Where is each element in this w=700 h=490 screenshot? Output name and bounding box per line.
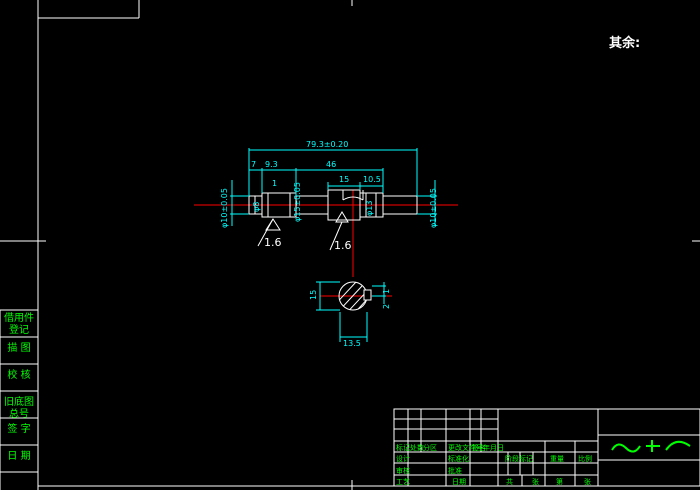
dim-section-key-2: 2: [382, 304, 391, 309]
dim-dia-left-inner: φ8: [252, 202, 261, 212]
dimension-lines: [230, 148, 437, 342]
side-panel-grid: [0, 309, 38, 490]
dim-dia-left: φ10±0.05: [220, 188, 229, 228]
tb-scale: 比例: [578, 454, 592, 463]
tb-review: 审核: [396, 466, 410, 475]
dim-dia-mid: φ15±0.05: [293, 182, 302, 222]
tb-label-count: 处数: [410, 443, 424, 452]
roughness-symbols: [257, 211, 349, 251]
company-logo: [611, 440, 691, 453]
tb-date: 日期: [452, 478, 466, 486]
tb-sheet-unit-1: 张: [532, 477, 539, 486]
tb-design: 设计: [396, 454, 410, 463]
dim-section-height: 15: [309, 290, 318, 300]
side-label-old-drawing-no: 旧底图总号: [4, 397, 34, 420]
dim-left-step: 7: [251, 160, 256, 169]
tb-label-change-doc: 更改文件号: [448, 443, 483, 452]
tb-sheet-total: 共: [506, 477, 513, 486]
tb-sheet-no: 第: [556, 477, 563, 486]
roughness-left-value: 1.6: [264, 236, 282, 249]
dim-dia-right-inner: φ13: [365, 201, 374, 216]
center-lines: [194, 190, 458, 297]
dim-section-width: 13.5: [343, 339, 361, 348]
tb-approve: 批准: [448, 466, 462, 475]
dim-step-small: 1: [272, 179, 277, 188]
cross-section: [338, 281, 372, 311]
shaft-outline: [248, 189, 418, 221]
dim-section-key-1: 1: [382, 289, 391, 294]
tb-stage-mark: 阶段标记: [505, 454, 533, 463]
tb-sheet-unit-2: 张: [584, 477, 591, 486]
tb-label-date: 年月日: [483, 443, 504, 452]
remainder-note: 其余:: [609, 36, 641, 51]
tb-standardization: 标准化: [448, 454, 469, 463]
side-label-sign: 签 字: [7, 424, 31, 435]
tb-label-signature: 签名: [472, 443, 486, 452]
dim-step-2: 9.3: [265, 160, 278, 169]
dim-overall-length: 79.3±0.20: [306, 140, 348, 149]
side-label-borrow-register: 借用件登记: [4, 313, 34, 336]
tb-process: 工艺: [396, 478, 410, 486]
tb-label-zone: 分区: [423, 443, 437, 452]
side-label-check: 校 核: [7, 370, 31, 381]
title-block: [393, 408, 700, 487]
roughness-right-value: 1.6: [334, 239, 352, 252]
side-label-tracing: 描 图: [7, 343, 31, 354]
dim-right-b: 10.5: [363, 175, 381, 184]
dim-right-a: 15: [339, 175, 349, 184]
tb-weight: 重量: [550, 455, 564, 463]
side-label-date: 日 期: [7, 451, 31, 462]
dim-mid-length: 46: [326, 160, 336, 169]
tb-label-mark: 标记: [396, 443, 410, 452]
dim-dia-right: φ10±0.05: [429, 188, 438, 228]
